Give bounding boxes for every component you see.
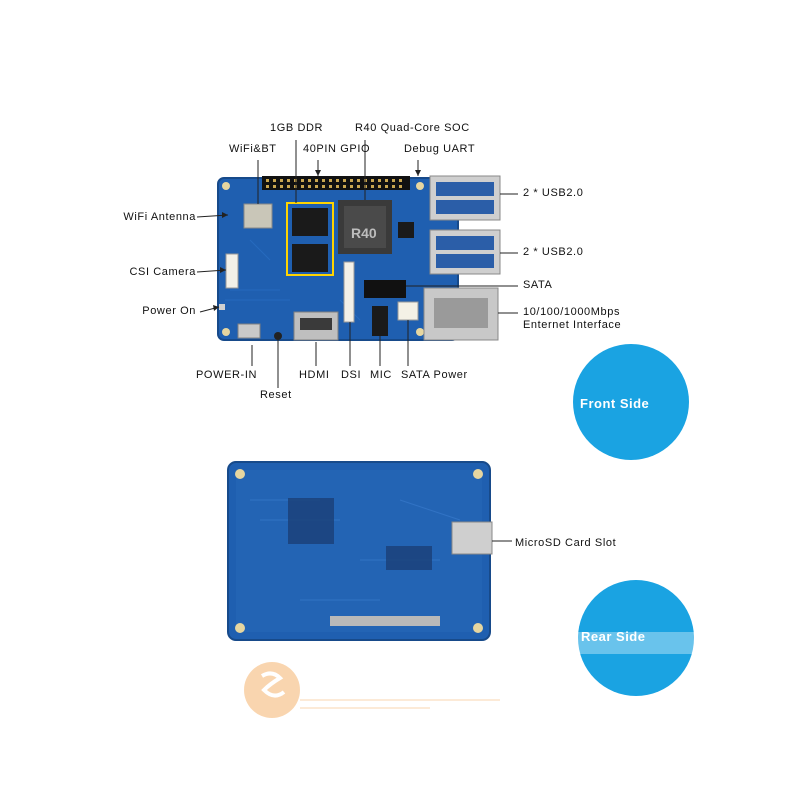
ddr-chips (286, 202, 334, 276)
csi-connector (225, 253, 239, 289)
label-power-on: Power On (142, 305, 196, 317)
label-soc: R40 Quad-Core SOC (355, 122, 470, 134)
front-leader-arrows (213, 170, 421, 311)
micro-usb-port (237, 323, 261, 339)
usb-stack-top (429, 175, 501, 221)
rear-side-badge (578, 580, 694, 696)
dsi-connector (343, 261, 355, 323)
usb-stack-bottom (429, 229, 501, 275)
label-ethernet-line1: 10/100/1000Mbps (523, 306, 621, 318)
rear-pcb (227, 461, 491, 641)
power-led (219, 304, 225, 310)
soc-chip (338, 200, 392, 254)
label-ethernet-line2: Enternet Interface (523, 319, 622, 331)
ethernet-port (423, 287, 499, 341)
label-csi-camera: CSI Camera (129, 266, 196, 278)
label-mic: MIC (370, 369, 392, 381)
rear-side-highlight-bar (578, 632, 694, 654)
label-ddr: 1GB DDR (270, 122, 324, 134)
mic-jack (372, 306, 388, 336)
label-hdmi: HDMI (299, 369, 330, 381)
wifi-bt-module (243, 203, 273, 229)
front-side-badge-label: Front Side (580, 396, 650, 411)
front-leader-lines (196, 140, 518, 388)
label-gpio: 40PIN GPIO (303, 143, 371, 155)
label-reset: Reset (260, 389, 292, 401)
rear-side-badge-label: Rear Side (581, 629, 646, 644)
sata-connector (364, 280, 406, 298)
microsd-slot (451, 521, 493, 555)
reset-button (274, 332, 282, 340)
label-power-in: POWER-IN (196, 369, 258, 381)
label-wifi-antenna: WiFi Antenna (123, 211, 196, 223)
label-sata: SATA (523, 279, 553, 291)
label-dsi: DSI (341, 369, 362, 381)
pmic-chip (398, 222, 414, 238)
gpio-header (262, 176, 410, 190)
label-microsd-slot: MicroSD Card Slot (515, 537, 617, 549)
label-usb-top: 2 * USB2.0 (523, 187, 584, 199)
label-usb-bottom: 2 * USB2.0 (523, 246, 584, 258)
front-side-badge (573, 344, 689, 460)
label-wifibt: WiFi&BT (229, 143, 277, 155)
soc-chip-marking: R40 (351, 225, 377, 241)
label-debug-uart: Debug UART (404, 143, 476, 155)
label-sata-power: SATA Power (401, 369, 468, 381)
hdmi-port (293, 311, 339, 341)
